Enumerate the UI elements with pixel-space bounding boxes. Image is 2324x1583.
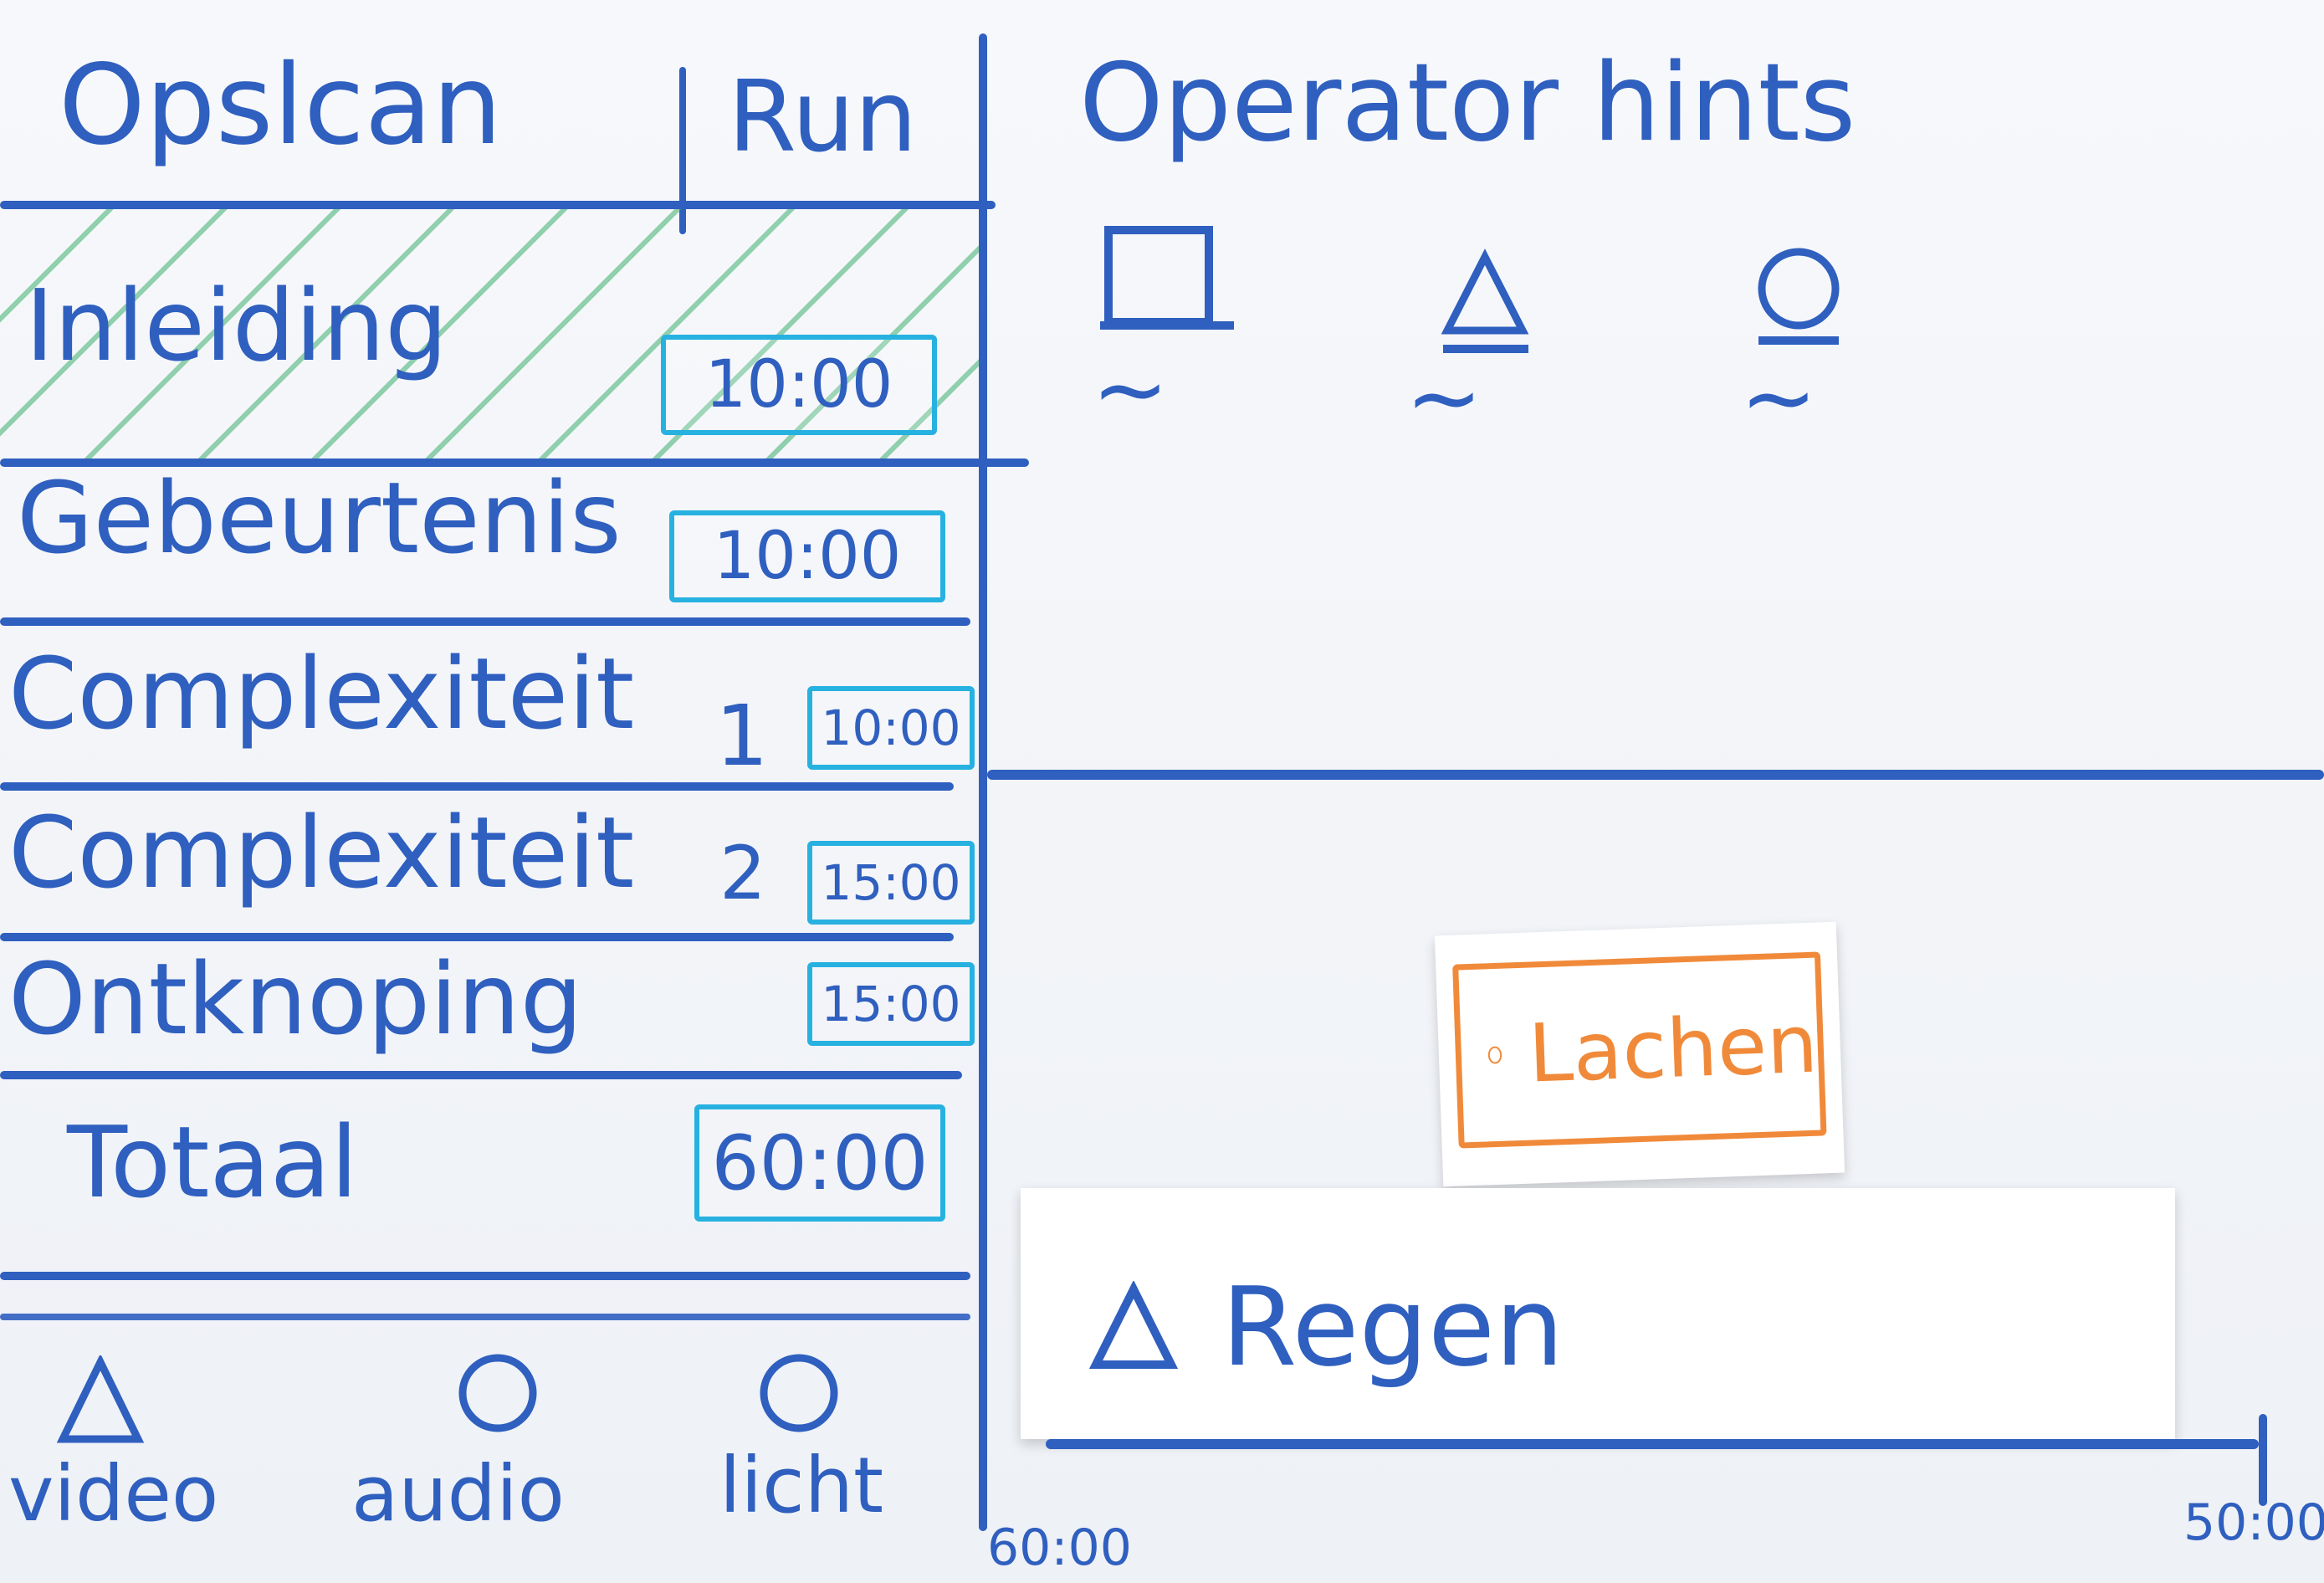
main-divider (979, 33, 987, 1531)
circle-icon[interactable] (1740, 238, 1857, 356)
hints-title: Operator hints (1079, 41, 1856, 166)
circle-icon (1487, 1046, 1502, 1064)
row-timer[interactable]: 10:00 (669, 510, 945, 602)
cue-label-video[interactable]: video (8, 1449, 219, 1539)
cue-card-label: Lachen (1527, 996, 1820, 1101)
cue-card-lachen[interactable]: Lachen (1434, 921, 1845, 1187)
triangle-icon[interactable] (1435, 247, 1535, 364)
page-title: Opslcan (59, 41, 503, 170)
row-label[interactable]: Complexiteit (8, 636, 635, 751)
circle-icon[interactable] (753, 1347, 845, 1439)
row-label[interactable]: Inleiding (25, 268, 448, 383)
row-timer[interactable]: 15:00 (807, 841, 975, 925)
total-timer: 60:00 (694, 1104, 945, 1222)
row-number: 1 (715, 687, 769, 785)
header-divider (679, 67, 686, 234)
row-timer[interactable]: 15:00 (807, 962, 975, 1046)
row-timer[interactable]: 10:00 (661, 335, 937, 435)
cue-section-divider (0, 1314, 970, 1320)
cue-label-licht[interactable]: licht (719, 1441, 884, 1530)
row-divider (0, 1071, 962, 1079)
row-divider (0, 459, 1029, 467)
row-label[interactable]: Ontknoping (8, 941, 583, 1057)
circle-icon[interactable] (452, 1347, 544, 1439)
square-hint-tilde: ~ (1092, 336, 1170, 443)
circle-hint-tilde: ~ (1740, 344, 1818, 451)
row-number: 2 (719, 830, 766, 916)
header-underline (0, 201, 996, 209)
run-header: Run (728, 59, 918, 174)
cue-card-content: Regen (1088, 1263, 1564, 1391)
row-label[interactable]: Gebeurtenis (17, 460, 622, 576)
timeline-end-label: 50:00 (2183, 1493, 2324, 1552)
cue-card-label: Regen (1221, 1263, 1564, 1391)
timeline-end-tick (2259, 1414, 2267, 1506)
timeline-start-label: 60:00 (987, 1519, 1132, 1577)
timeline-axis (1046, 1439, 2259, 1449)
cue-label-audio[interactable]: audio (351, 1449, 565, 1539)
cue-section-divider (0, 1272, 970, 1280)
total-label: Totaal (67, 1104, 358, 1220)
cue-card-regen[interactable]: Regen (1021, 1188, 2175, 1439)
hints-divider (987, 770, 2324, 780)
row-divider (0, 617, 970, 626)
triangle-hint-tilde: ~ (1405, 344, 1483, 451)
square-icon[interactable] (1100, 222, 1234, 339)
triangle-icon (1088, 1281, 1179, 1369)
row-divider (0, 933, 954, 941)
triangle-icon[interactable] (54, 1355, 146, 1447)
row-divider (0, 782, 954, 791)
row-label[interactable]: Complexiteit (8, 795, 635, 910)
cue-card-frame: Lachen (1452, 951, 1827, 1149)
row-timer[interactable]: 10:00 (807, 686, 975, 770)
